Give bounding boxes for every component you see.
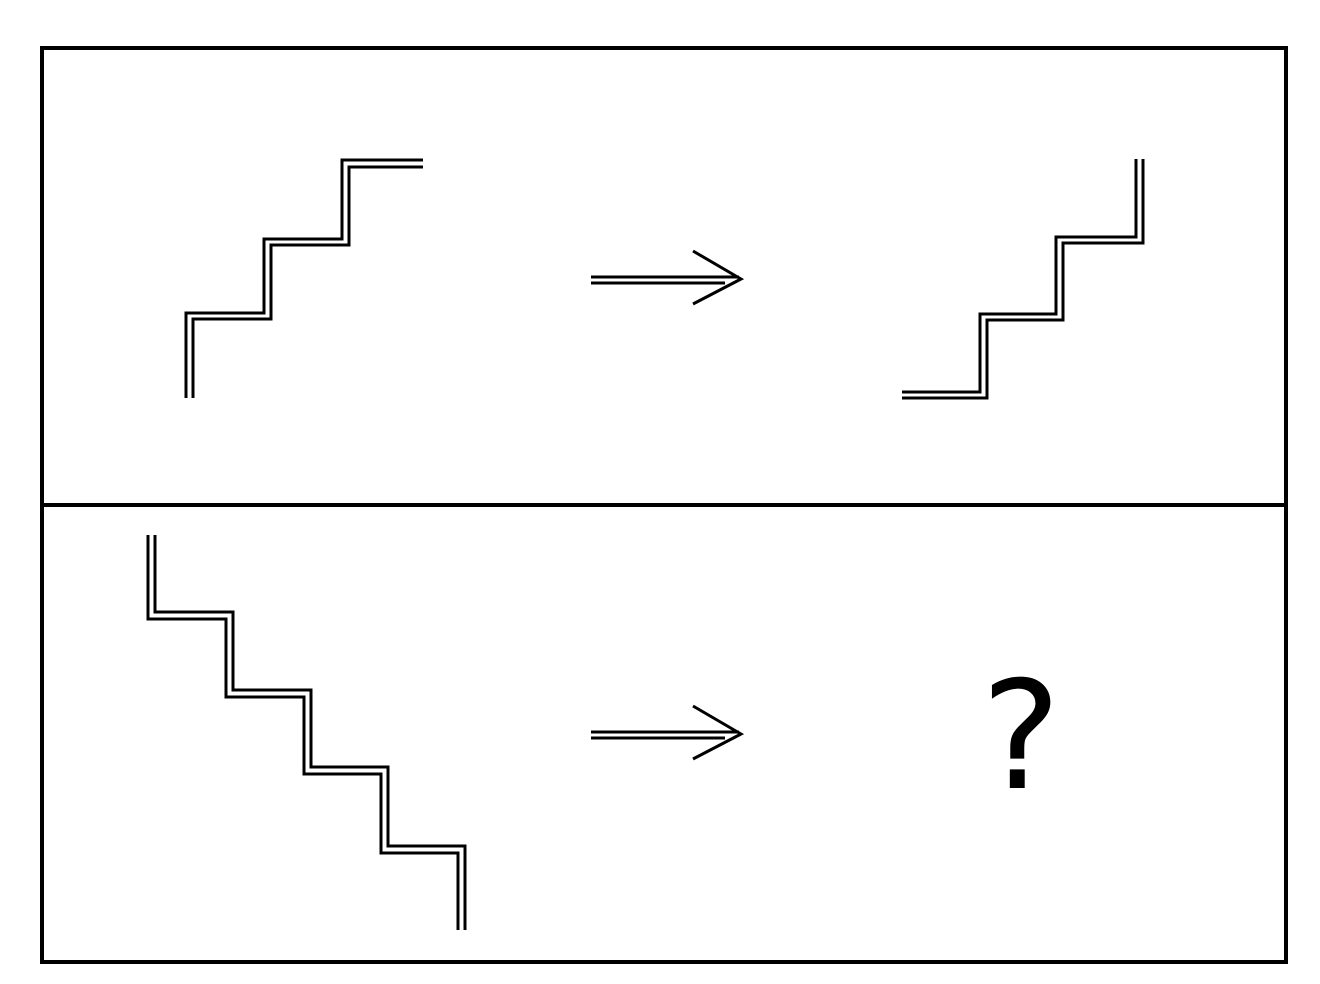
staircase-ascending-figure <box>184 158 423 398</box>
top-row <box>184 158 1145 400</box>
answer-question-mark: ? <box>981 650 1061 824</box>
right-arrow-icon <box>591 249 745 306</box>
staircase-descending-figure <box>146 535 467 930</box>
bottom-row: ? <box>146 535 1061 930</box>
right-arrow-icon <box>591 704 745 761</box>
staircase-mirrored-figure <box>902 159 1145 400</box>
